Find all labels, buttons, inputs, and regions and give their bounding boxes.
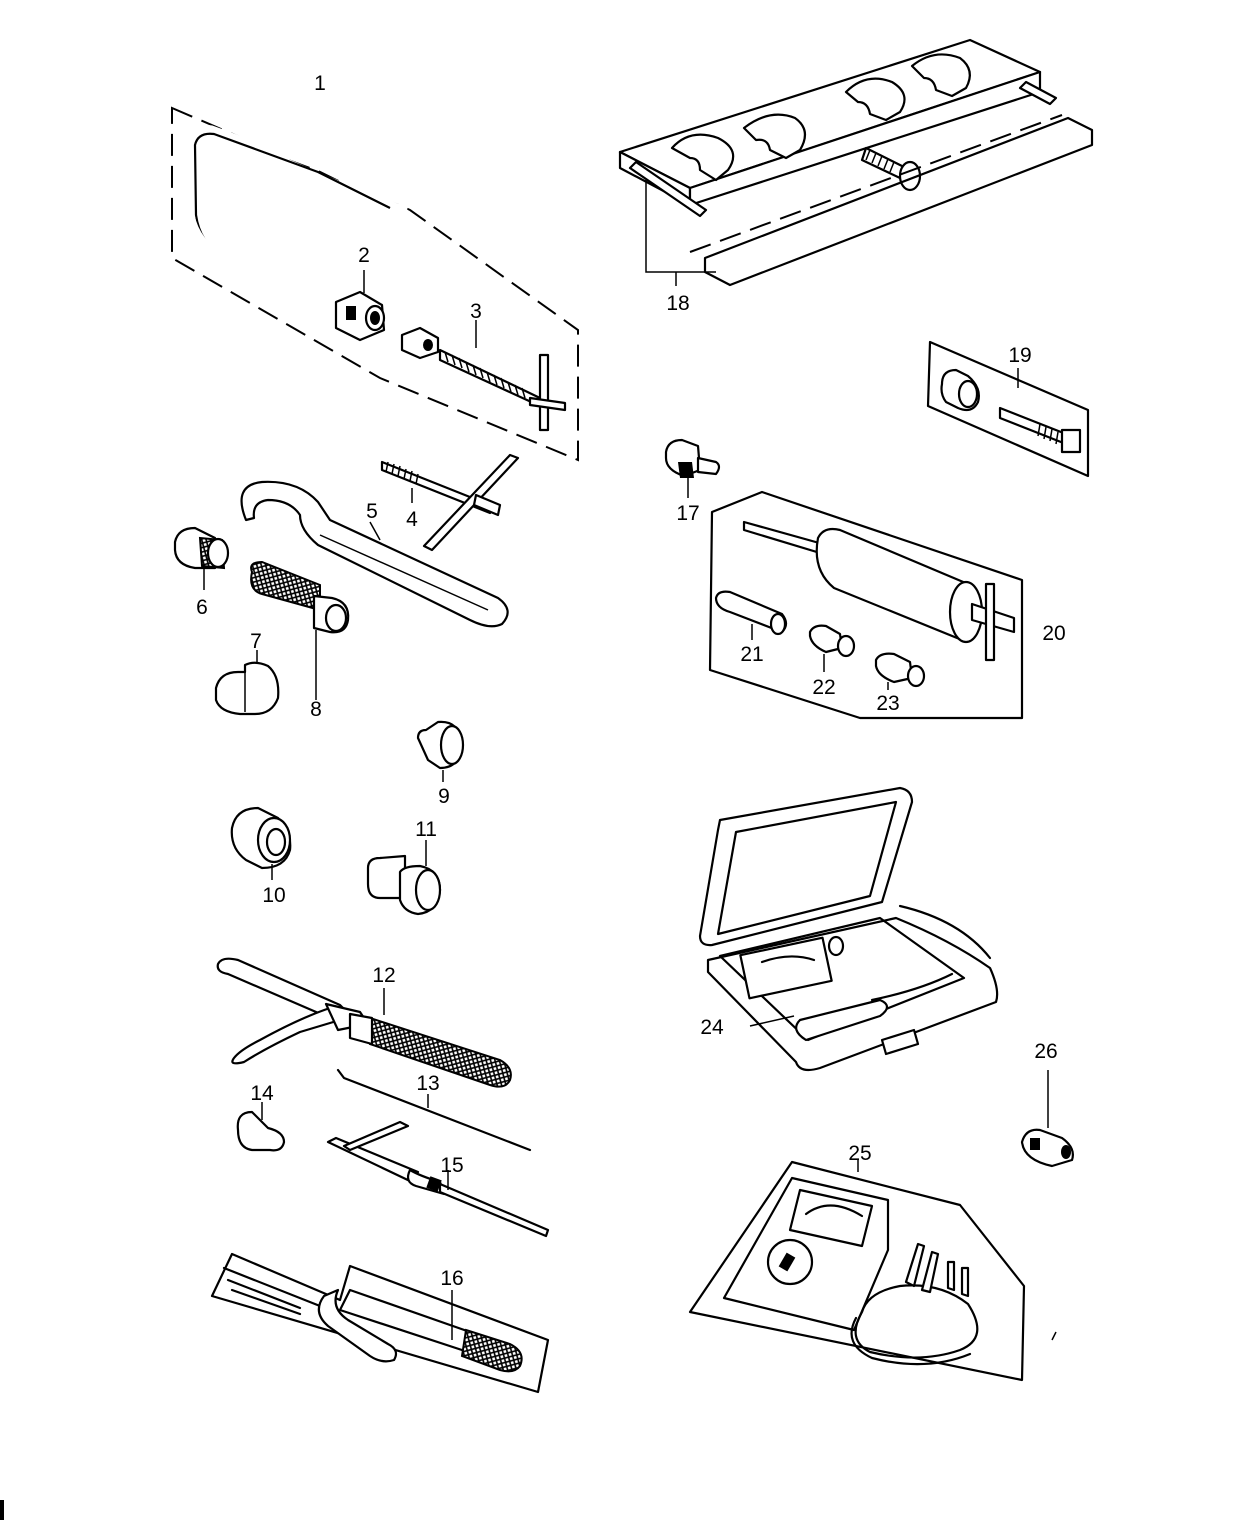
callout-14: 14 (250, 1082, 274, 1105)
callout-2: 2 (358, 244, 370, 267)
callout-16: 16 (440, 1267, 463, 1290)
item-6-plug (173, 526, 230, 590)
callout-23: 23 (876, 692, 899, 715)
callout-18: 18 (666, 292, 689, 315)
callout-24: 24 (700, 1016, 724, 1039)
callout-3: 3 (470, 300, 482, 323)
item-13-pin (336, 1068, 532, 1152)
callout-20: 20 (1042, 622, 1065, 645)
item-12-puller (216, 957, 512, 1088)
item-19-kit (926, 340, 1090, 478)
item-4-t-handle (380, 453, 520, 552)
callout-7: 7 (250, 630, 262, 653)
item-8-knurled-driver (250, 560, 350, 700)
item-9-spacer (416, 720, 465, 782)
item-1-group (171, 106, 579, 462)
callout-13: 13 (416, 1072, 439, 1095)
callout-25: 25 (848, 1142, 871, 1165)
callout-22: 22 (812, 676, 835, 699)
stray-mark (1051, 1331, 1057, 1341)
item-17-adapter (664, 438, 721, 498)
item-2-adapter (334, 270, 386, 342)
callout-15: 15 (440, 1154, 463, 1177)
item-25-multimeter (688, 1160, 1026, 1382)
callout-17: 17 (676, 502, 699, 525)
item-24-tester-case (698, 786, 999, 1072)
callout-8: 8 (310, 698, 322, 721)
item-5-hook-spanner (240, 480, 509, 628)
callout-10: 10 (262, 884, 285, 907)
callout-26: 26 (1034, 1040, 1057, 1063)
item-3-threaded-rod (438, 320, 567, 432)
item-15-t-tool (326, 1120, 550, 1238)
item-14-plug (236, 1102, 286, 1152)
callout-5: 5 (366, 500, 378, 523)
edge-mark (0, 1500, 4, 1520)
callout-4: 4 (406, 508, 418, 531)
item-7-drift (214, 650, 280, 716)
callout-21: 21 (740, 643, 763, 666)
callout-6: 6 (196, 596, 208, 619)
item-18-fixture (618, 38, 1094, 287)
item-16-kit (210, 1252, 550, 1394)
item-11-collar (366, 840, 442, 916)
callout-11: 11 (415, 818, 437, 841)
item-10-bushing (230, 806, 292, 880)
callout-labels: 1 2 3 4 5 6 7 8 9 10 11 12 13 14 15 16 1… (196, 72, 1066, 1290)
item-20-slide-hammer (708, 490, 1024, 720)
item-26-adapter (1020, 1070, 1074, 1168)
callout-9: 9 (438, 785, 450, 808)
callout-1: 1 (314, 72, 326, 95)
callout-19: 19 (1008, 344, 1031, 367)
callout-12: 12 (372, 964, 395, 987)
